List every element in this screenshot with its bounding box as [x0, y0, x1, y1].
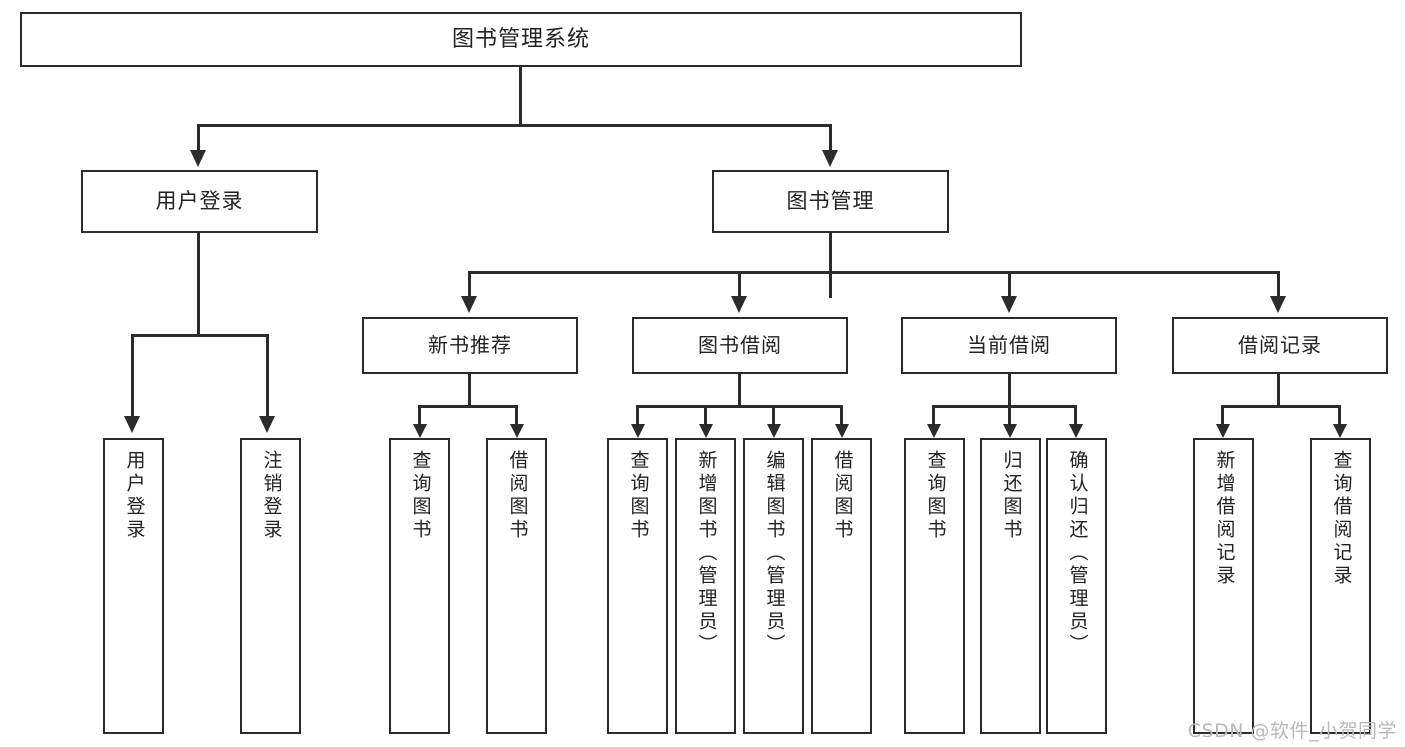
- connector-drop-bb-leaf-2: [704, 405, 707, 425]
- connector-drop-book-manage: [829, 124, 832, 151]
- arrow-to-cb-leaf-2: [1003, 424, 1017, 438]
- arrow-to-bb-leaf-2: [699, 424, 713, 438]
- node-label: 新增图书（管理员）: [695, 450, 718, 657]
- connector-new-book-bus: [418, 405, 518, 408]
- node-label: 图书借阅: [698, 333, 782, 357]
- connector-drop-cb-leaf-1: [932, 405, 935, 425]
- connector-drop-current-borrow: [1008, 271, 1011, 297]
- node-new-book-recommend[interactable]: 新书推荐: [362, 317, 578, 374]
- connector-drop-br-leaf-1: [1221, 405, 1224, 425]
- arrow-to-new-book: [461, 296, 477, 313]
- node-label: 图书管理: [786, 189, 875, 214]
- connector-drop-leaf-logout: [266, 334, 269, 417]
- connector-drop-bb-leaf-3: [772, 405, 775, 425]
- leaf-cb-confirm-return-admin[interactable]: 确认归还（管理员）: [1046, 438, 1107, 734]
- connector-drop-user-login: [197, 124, 200, 151]
- arrow-to-cb-leaf-3: [1069, 424, 1083, 438]
- connector-book-borrow-stem: [738, 374, 741, 406]
- node-label: 用户登录: [123, 450, 146, 542]
- node-label: 图书管理系统: [451, 26, 590, 52]
- connector-drop-bb-leaf-1: [636, 405, 639, 425]
- arrow-to-leaf-user-login: [124, 416, 140, 433]
- node-label: 用户登录: [155, 189, 244, 214]
- arrow-to-book-borrow: [731, 296, 747, 313]
- leaf-nb-query-book[interactable]: 查询图书: [389, 438, 450, 734]
- node-borrow-record[interactable]: 借阅记录: [1172, 317, 1388, 374]
- connector-user-login-stem: [197, 233, 200, 335]
- node-label: 注销登录: [260, 450, 283, 542]
- leaf-br-query-record[interactable]: 查询借阅记录: [1310, 438, 1371, 734]
- connector-drop-borrow-record: [1277, 271, 1280, 297]
- arrow-to-nb-leaf-2: [510, 424, 524, 438]
- connector-new-book-stem: [468, 374, 471, 406]
- node-label: 归还图书: [1000, 450, 1023, 542]
- connector-drop-book-borrow: [738, 271, 741, 297]
- arrow-to-current-borrow: [1001, 296, 1017, 313]
- connector-root-stem: [519, 67, 522, 124]
- connector-borrow-record-bus: [1221, 405, 1341, 408]
- connector-drop-br-leaf-2: [1338, 405, 1341, 425]
- arrow-to-bb-leaf-4: [835, 424, 849, 438]
- arrow-to-user-login: [190, 150, 206, 167]
- node-label: 借阅图书: [831, 450, 854, 542]
- leaf-cb-return-book[interactable]: 归还图书: [980, 438, 1041, 734]
- arrow-to-borrow-record: [1270, 296, 1286, 313]
- connector-current-borrow-bus: [932, 405, 1076, 408]
- leaf-user-login[interactable]: 用户登录: [103, 438, 164, 734]
- node-label: 新增借阅记录: [1213, 450, 1236, 588]
- connector-book-manage-stem: [829, 233, 832, 298]
- arrow-to-cb-leaf-1: [927, 424, 941, 438]
- node-label: 当前借阅: [967, 333, 1051, 357]
- connector-drop-bb-leaf-4: [840, 405, 843, 425]
- arrow-to-bb-leaf-3: [767, 424, 781, 438]
- leaf-nb-borrow-book[interactable]: 借阅图书: [486, 438, 547, 734]
- node-label: 查询借阅记录: [1330, 450, 1353, 588]
- arrow-to-bb-leaf-1: [631, 424, 645, 438]
- connector-user-login-bus: [131, 334, 269, 337]
- node-label: 查询图书: [409, 450, 432, 542]
- node-label: 确认归还（管理员）: [1066, 450, 1089, 657]
- leaf-bb-borrow-book[interactable]: 借阅图书: [811, 438, 872, 734]
- connector-book-borrow-bus: [636, 405, 842, 408]
- leaf-br-add-record[interactable]: 新增借阅记录: [1193, 438, 1254, 734]
- leaf-cb-query-book[interactable]: 查询图书: [904, 438, 965, 734]
- connector-drop-nb-leaf-2: [515, 405, 518, 425]
- arrow-to-leaf-logout: [259, 416, 275, 433]
- node-current-borrow[interactable]: 当前借阅: [901, 317, 1117, 374]
- node-label: 查询图书: [627, 450, 650, 542]
- node-label: 借阅图书: [506, 450, 529, 542]
- connector-level2-bus: [468, 271, 1280, 274]
- node-label: 编辑图书（管理员）: [763, 450, 786, 657]
- connector-current-borrow-stem: [1008, 374, 1011, 406]
- connector-drop-new-book: [468, 271, 471, 297]
- leaf-bb-query-book[interactable]: 查询图书: [607, 438, 668, 734]
- arrow-to-book-manage: [822, 150, 838, 167]
- connector-drop-cb-leaf-2: [1008, 405, 1011, 425]
- node-label: 新书推荐: [428, 333, 512, 357]
- connector-level1-bus: [197, 124, 832, 127]
- connector-drop-cb-leaf-3: [1074, 405, 1077, 425]
- node-user-login[interactable]: 用户登录: [81, 170, 318, 233]
- leaf-bb-add-book-admin[interactable]: 新增图书（管理员）: [675, 438, 736, 734]
- node-label: 借阅记录: [1238, 333, 1322, 357]
- node-root-system[interactable]: 图书管理系统: [20, 12, 1022, 67]
- leaf-logout[interactable]: 注销登录: [240, 438, 301, 734]
- connector-drop-nb-leaf-1: [418, 405, 421, 425]
- arrow-to-br-leaf-2: [1333, 424, 1347, 438]
- arrow-to-br-leaf-1: [1216, 424, 1230, 438]
- node-label: 查询图书: [924, 450, 947, 542]
- node-book-management[interactable]: 图书管理: [712, 170, 949, 233]
- connector-borrow-record-stem: [1277, 374, 1280, 406]
- connector-drop-leaf-user-login: [131, 334, 134, 417]
- arrow-to-nb-leaf-1: [413, 424, 427, 438]
- leaf-bb-edit-book-admin[interactable]: 编辑图书（管理员）: [743, 438, 804, 734]
- node-book-borrow[interactable]: 图书借阅: [632, 317, 848, 374]
